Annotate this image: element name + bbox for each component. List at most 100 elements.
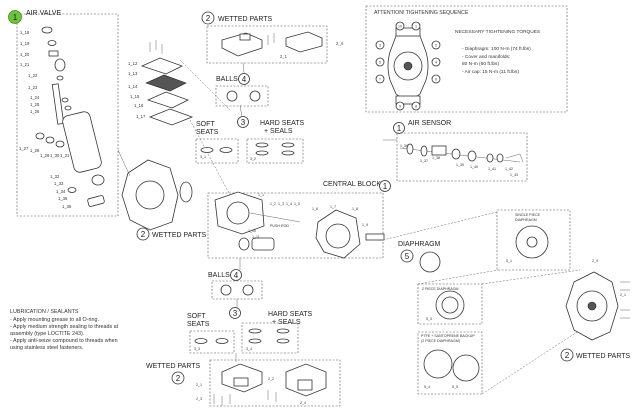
top-manifold-right [285, 31, 323, 53]
svg-text:1_4: 1_4 [286, 202, 292, 206]
svg-text:9: 9 [399, 104, 401, 108]
valve-seal [35, 132, 45, 140]
sensor-part [420, 145, 428, 157]
part-label: 1_41 [488, 167, 496, 171]
part-label: 1_37 [420, 159, 428, 163]
sensor-body [431, 145, 447, 156]
svg-text:1_6: 1_6 [312, 207, 318, 211]
balls-bottom-group: BALLS 4 [208, 269, 263, 300]
valve-sleeve [54, 58, 66, 72]
two-piece-panel [417, 283, 483, 325]
part-label: 2_4 [336, 41, 344, 46]
ball [220, 284, 232, 296]
wetted-top-title: WETTED PARTS [218, 16, 273, 23]
part-label: 1_21 [20, 62, 30, 67]
muffler [251, 237, 275, 251]
air-sensor-number: 1 [397, 124, 402, 133]
soft-seats-label: SEATS [196, 129, 219, 136]
diaphragm-number: 5 [405, 252, 410, 261]
muffler-end [238, 237, 250, 251]
wetted-bottom-box [209, 359, 341, 407]
seats-bottom-group: SOFT SEATS 3 HARD SEATS + SEALS 3_3 3_4 [187, 307, 313, 354]
ball [249, 90, 261, 102]
wetted-right-title: WETTED PARTS [576, 353, 631, 360]
seat-ring [194, 338, 208, 344]
hard-seats-box [246, 138, 304, 164]
svg-text:5: 5 [379, 60, 381, 64]
wetted-bottom-number: 2 [176, 374, 181, 383]
lubrication-line: - Apply medium strength sealing to threa… [10, 324, 119, 330]
balls-top-box [215, 85, 269, 107]
part-label: 1_15 [130, 94, 140, 99]
valve-oring [64, 105, 72, 111]
lubrication-title: LUBRICATION / SEALANTS [10, 309, 79, 315]
seat-ring [281, 150, 295, 156]
manifold-plate [140, 57, 184, 75]
part-label: 1_26 [30, 109, 40, 114]
seat-ring [200, 147, 214, 153]
wetted-bottom-badge [171, 371, 185, 385]
valve-body [62, 111, 102, 173]
torque-item: - Cover and manifolds: [462, 54, 510, 60]
part-label: 5_1 [506, 259, 512, 263]
two-piece-backup [441, 296, 459, 314]
sensor-part [451, 148, 461, 160]
seat-ring [248, 338, 262, 344]
sensor-part [467, 150, 477, 162]
wetted-left-title: WETTED PARTS [152, 232, 207, 239]
part-label: 1_30 [50, 153, 60, 158]
seat-ring [215, 338, 229, 344]
part-label: 2_1 [280, 54, 288, 59]
seat-ring [281, 142, 295, 148]
ptfe-label: PTFE + SANTOPRENE BACKUP [421, 334, 475, 338]
seats-top-group: SOFT SEATS 3 HARD SEATS + SEALS 3_1 3_2 [195, 116, 305, 164]
svg-text:8: 8 [415, 104, 417, 108]
part-label: 2_2 [268, 377, 274, 381]
part-label: 1_36 [400, 144, 408, 148]
diaphragm-title: DIAPHRAGM [398, 241, 441, 248]
seats-top-number: 3 [241, 118, 246, 127]
air-sensor-title: AIR SENSOR [408, 120, 451, 127]
single-piece-label: SINGLE PIECE [515, 213, 541, 217]
manifold-port [239, 33, 251, 41]
svg-text:7: 7 [379, 77, 381, 81]
part-label: 2_3 [196, 397, 202, 401]
central-block-title: CENTRAL BLOCK [323, 181, 381, 188]
balls-top-number: 4 [242, 75, 247, 84]
valve-bracket [87, 195, 105, 207]
assembly-dash [189, 119, 231, 196]
central-part-labels: 1_1 1_2 1_3 1_4 1_5 1_6 1_7 1_8 1_9 1_10… [248, 193, 368, 239]
part-label: 3_1 [200, 155, 206, 159]
torque-item: 80 N-m (60 ft.lbs) [462, 61, 499, 67]
air-valve-callout-badge [8, 10, 22, 24]
single-piece-panel [496, 209, 571, 271]
part-label: 1_24 [30, 95, 40, 100]
left-chamber-bore [135, 180, 165, 210]
valve-cap [41, 26, 53, 34]
part-label: 1_31 [60, 153, 70, 158]
svg-text:1_11: 1_11 [252, 235, 260, 239]
svg-text:1_3: 1_3 [278, 202, 284, 206]
assembly-dash [481, 329, 581, 395]
part-label: 2_1 [620, 293, 626, 297]
svg-text:2: 2 [435, 43, 437, 47]
air-sensor-badge [393, 122, 405, 134]
balls-top-group: BALLS 4 [215, 73, 269, 107]
sensor-part [406, 143, 414, 155]
top-manifold-left [221, 32, 263, 57]
diaphragm-disc-preview [419, 251, 441, 273]
diaphragm-badge [400, 249, 414, 263]
bolt-set [149, 33, 275, 54]
hard-seats-label: HARD SEATS [260, 120, 305, 127]
lubrication-line: using stainless steel fasteners. [10, 345, 83, 351]
part-label: 1_19 [20, 41, 30, 46]
part-label: 1_22 [28, 73, 38, 78]
single-piece-label: DIAPHRAGM [515, 218, 537, 222]
svg-text:1_9: 1_9 [362, 223, 368, 227]
wetted-bottom-group: WETTED PARTS 2 2_1 2_3 2_2 2_4 [146, 359, 341, 407]
two-piece-label: 2 PIECE DIAPHRAGM [422, 287, 459, 291]
valve-seal [45, 136, 55, 144]
valve-ring [47, 40, 57, 46]
pump-top-port [395, 27, 421, 37]
part-label: 1_28 [30, 148, 40, 153]
